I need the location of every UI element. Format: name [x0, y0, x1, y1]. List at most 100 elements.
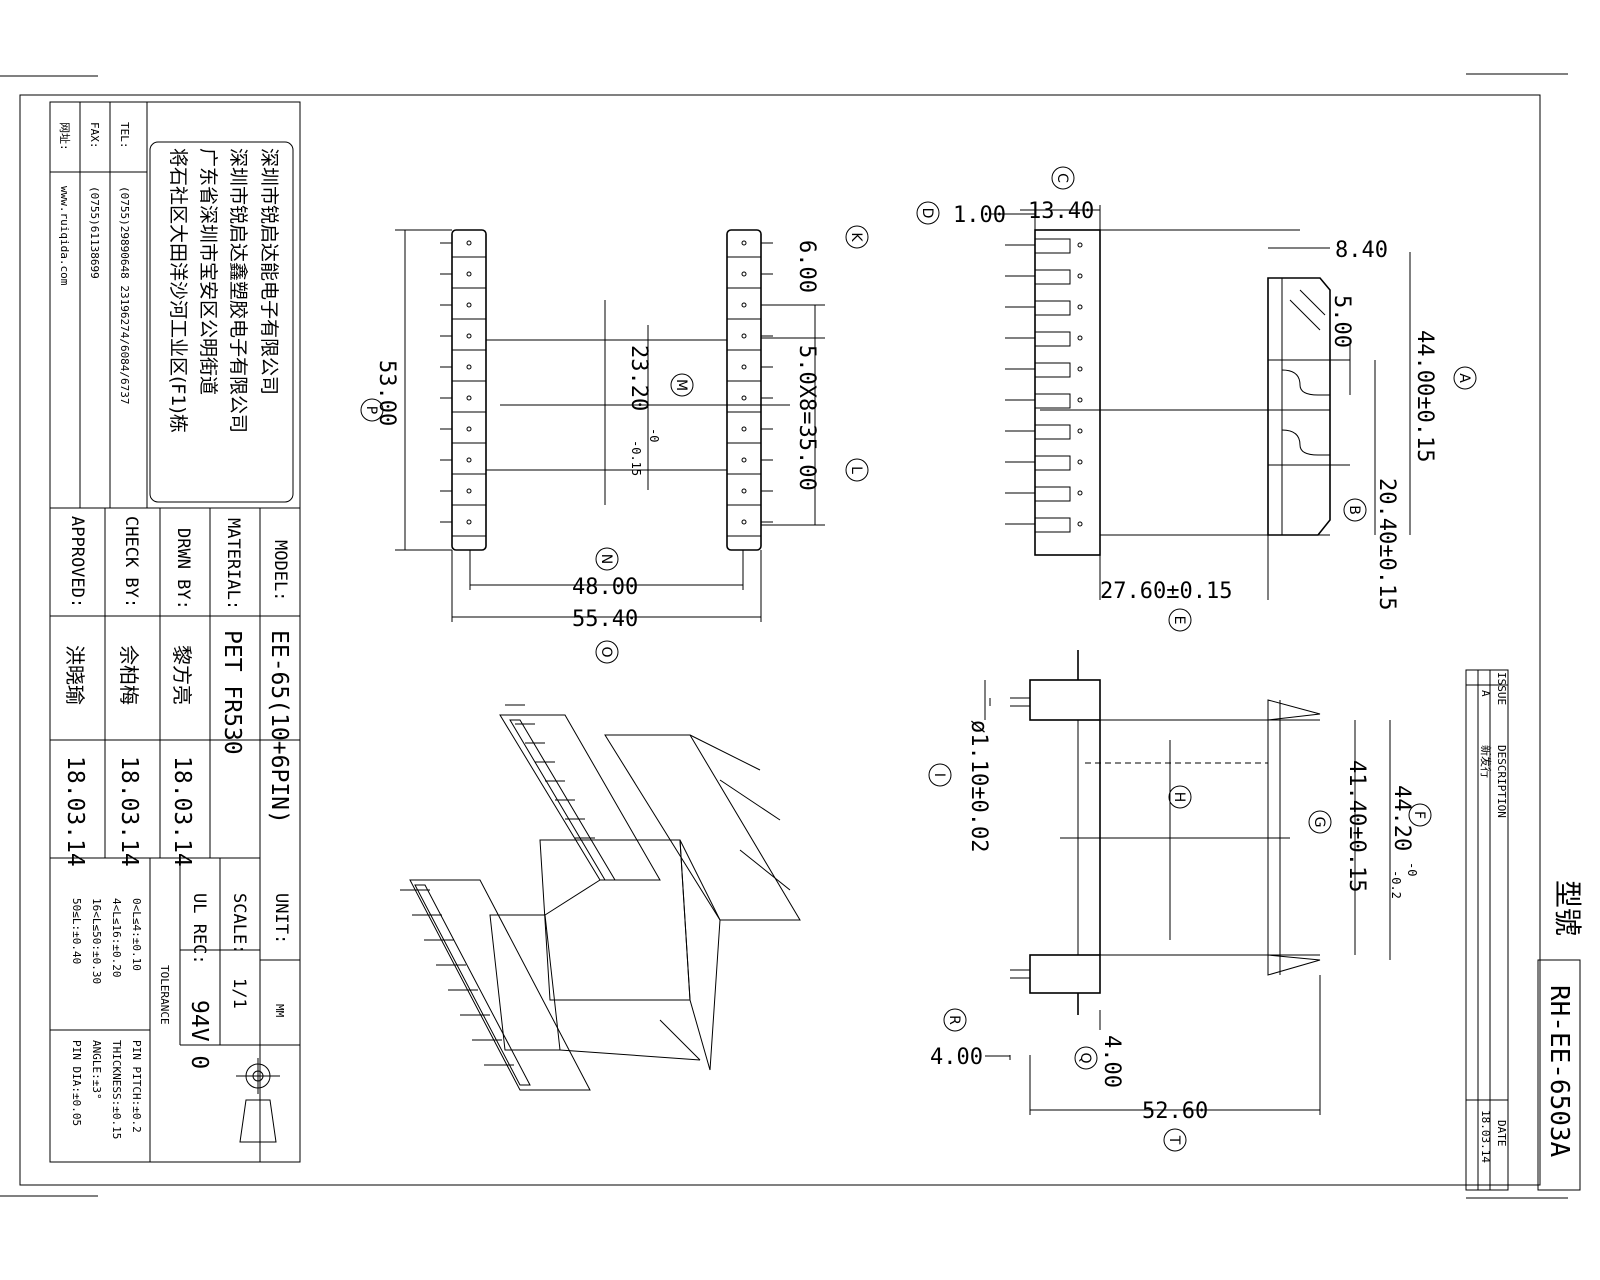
svg-text:0<L≤4:±0.10: 0<L≤4:±0.10 — [130, 898, 143, 971]
side-pin-socket — [1035, 393, 1071, 409]
side-pin-socket — [1035, 300, 1071, 316]
company-addr2: 将石社区大田洋沙河工业区(F1)栋 — [167, 148, 189, 433]
svg-text:I: I — [931, 773, 947, 777]
date-label: DATE — [1495, 1120, 1508, 1147]
side-pin-socket — [1035, 331, 1071, 347]
marker-a: A — [1453, 366, 1477, 390]
side-pin-socket — [1035, 238, 1071, 254]
side-pin-socket — [1035, 424, 1071, 440]
marker-r: R — [943, 1008, 967, 1032]
svg-text:D: D — [919, 208, 935, 219]
marker-q: Q — [1074, 1046, 1098, 1070]
projection-symbol-icon — [236, 1058, 280, 1143]
tolerance-label: TOLERANCE — [158, 965, 171, 1025]
approved-date: 18.03.14 — [62, 756, 88, 867]
svg-text:F: F — [1411, 811, 1427, 819]
svg-text:M: M — [673, 379, 689, 391]
svg-text:50≤L:±0.40: 50≤L:±0.40 — [70, 898, 83, 964]
marker-p: P — [360, 398, 384, 422]
company-name-sz: 深圳市锐启达能电子有限公司 — [258, 148, 280, 395]
pin-hole-left — [466, 240, 472, 246]
marker-c: C — [1051, 166, 1075, 190]
part-number: RH-EE-6503A — [1544, 985, 1574, 1158]
ul-label: UL REC: — [189, 893, 209, 965]
web-value: www.ruiqida.com — [58, 186, 71, 286]
drawn-value: 黎方亮 — [170, 645, 194, 705]
side-pin-hole — [1077, 273, 1083, 279]
view-isometric — [400, 704, 801, 1091]
view-front: ø1.10±0.02 44.20 -0 -0.2 41.40±0.15 4.00… — [930, 650, 1419, 1124]
side-pin-socket — [1035, 486, 1071, 502]
drawn-date: 18.03.14 — [169, 756, 195, 867]
pin-hole-right — [741, 240, 747, 246]
fax-value: (0755)61138699 — [88, 186, 101, 279]
svg-text:N: N — [598, 554, 614, 564]
svg-text:B: B — [1346, 505, 1362, 515]
pin-hole-right — [741, 364, 747, 370]
side-pin-hole — [1077, 397, 1083, 403]
issue-value: A — [1479, 690, 1492, 697]
svg-text:P: P — [363, 406, 379, 414]
side-pin-hole — [1077, 428, 1083, 434]
pin-hole-left — [466, 302, 472, 308]
marker-m: M — [670, 373, 694, 397]
dim-1: 1.00 — [953, 203, 1006, 228]
check-value: 佘柏梅 — [117, 645, 141, 705]
sheet-frame — [19, 94, 1541, 1186]
ul-value: 94V 0 — [186, 1000, 212, 1069]
issue-label: ISSUE — [1495, 672, 1508, 705]
pin-hole-left — [466, 488, 472, 494]
pin-hole-left — [466, 457, 472, 463]
company-name-dg: 深圳市锐启达鑫塑胶电子有限公司 — [227, 148, 249, 433]
revision-block: ISSUE DESCRIPTION DATE A 新发行 18.03.14 型號… — [1465, 669, 1584, 1191]
svg-text:O: O — [598, 646, 614, 657]
side-pin-hole — [1077, 521, 1083, 527]
svg-text:PIN DIA:±0.05: PIN DIA:±0.05 — [70, 1040, 83, 1126]
company-addr1: 广东省深圳市宝安区公明街道 — [197, 148, 219, 395]
pin-hole-right — [741, 519, 747, 525]
unit-label: UNIT: — [271, 893, 291, 944]
side-pin-hole — [1077, 490, 1083, 496]
svg-text:E: E — [1171, 616, 1187, 625]
tel-label: TEL: — [118, 122, 131, 149]
dim-5x8: 5.0X8=35.00 — [794, 345, 819, 491]
svg-text:G: G — [1311, 817, 1327, 828]
marker-g: G — [1308, 810, 1332, 834]
title-block: 深圳市锐启达能电子有限公司 深圳市锐启达鑫塑胶电子有限公司 广东省深圳市宝安区公… — [49, 101, 301, 1163]
dim-23-2: 23.20 — [626, 345, 651, 411]
dim-5: 5.00 — [1329, 295, 1354, 348]
pin-hole-left — [466, 426, 472, 432]
check-date: 18.03.14 — [116, 756, 142, 867]
dim-13-4: 13.40 — [1028, 199, 1094, 224]
dim-27-6: 27.60±0.15 — [1100, 579, 1232, 604]
marker-h: H — [1168, 785, 1192, 809]
side-pin-hole — [1077, 366, 1083, 372]
dim-44: 44.00±0.15 — [1412, 330, 1437, 462]
view-side: 13.40 1.00 8.40 5.00 44.00±0.15 20.40±0.… — [953, 199, 1437, 610]
dim-48: 48.00 — [572, 575, 638, 600]
svg-text:4<L≤16:±0.20: 4<L≤16:±0.20 — [110, 898, 123, 977]
dim-41-4: 41.40±0.15 — [1344, 760, 1369, 892]
pin-hole-left — [466, 395, 472, 401]
dim-4-b: 4.00 — [1099, 1035, 1124, 1088]
pin-hole-left — [466, 519, 472, 525]
scale-label: SCALE: — [229, 893, 249, 954]
svg-text:H: H — [1171, 792, 1187, 803]
marker-k: K — [845, 225, 869, 249]
unit-value: MM — [273, 1004, 286, 1018]
pin-hole-right — [741, 333, 747, 339]
sheet-corner-marks — [0, 73, 1568, 1199]
dim-4-a: 4.00 — [930, 1045, 983, 1070]
dim-8-4: 8.40 — [1335, 238, 1388, 263]
material-label: MATERIAL: — [223, 518, 243, 610]
part-label: 型號 — [1551, 880, 1584, 936]
svg-text:ANGLE:±3°: ANGLE:±3° — [90, 1040, 103, 1100]
svg-text:L: L — [848, 466, 864, 474]
side-pin-hole — [1077, 335, 1083, 341]
marker-d: D — [916, 201, 940, 225]
side-pin-socket — [1035, 455, 1071, 471]
pin-hole-right — [741, 426, 747, 432]
description-label: DESCRIPTION — [1495, 745, 1508, 818]
pin-hole-left — [466, 364, 472, 370]
